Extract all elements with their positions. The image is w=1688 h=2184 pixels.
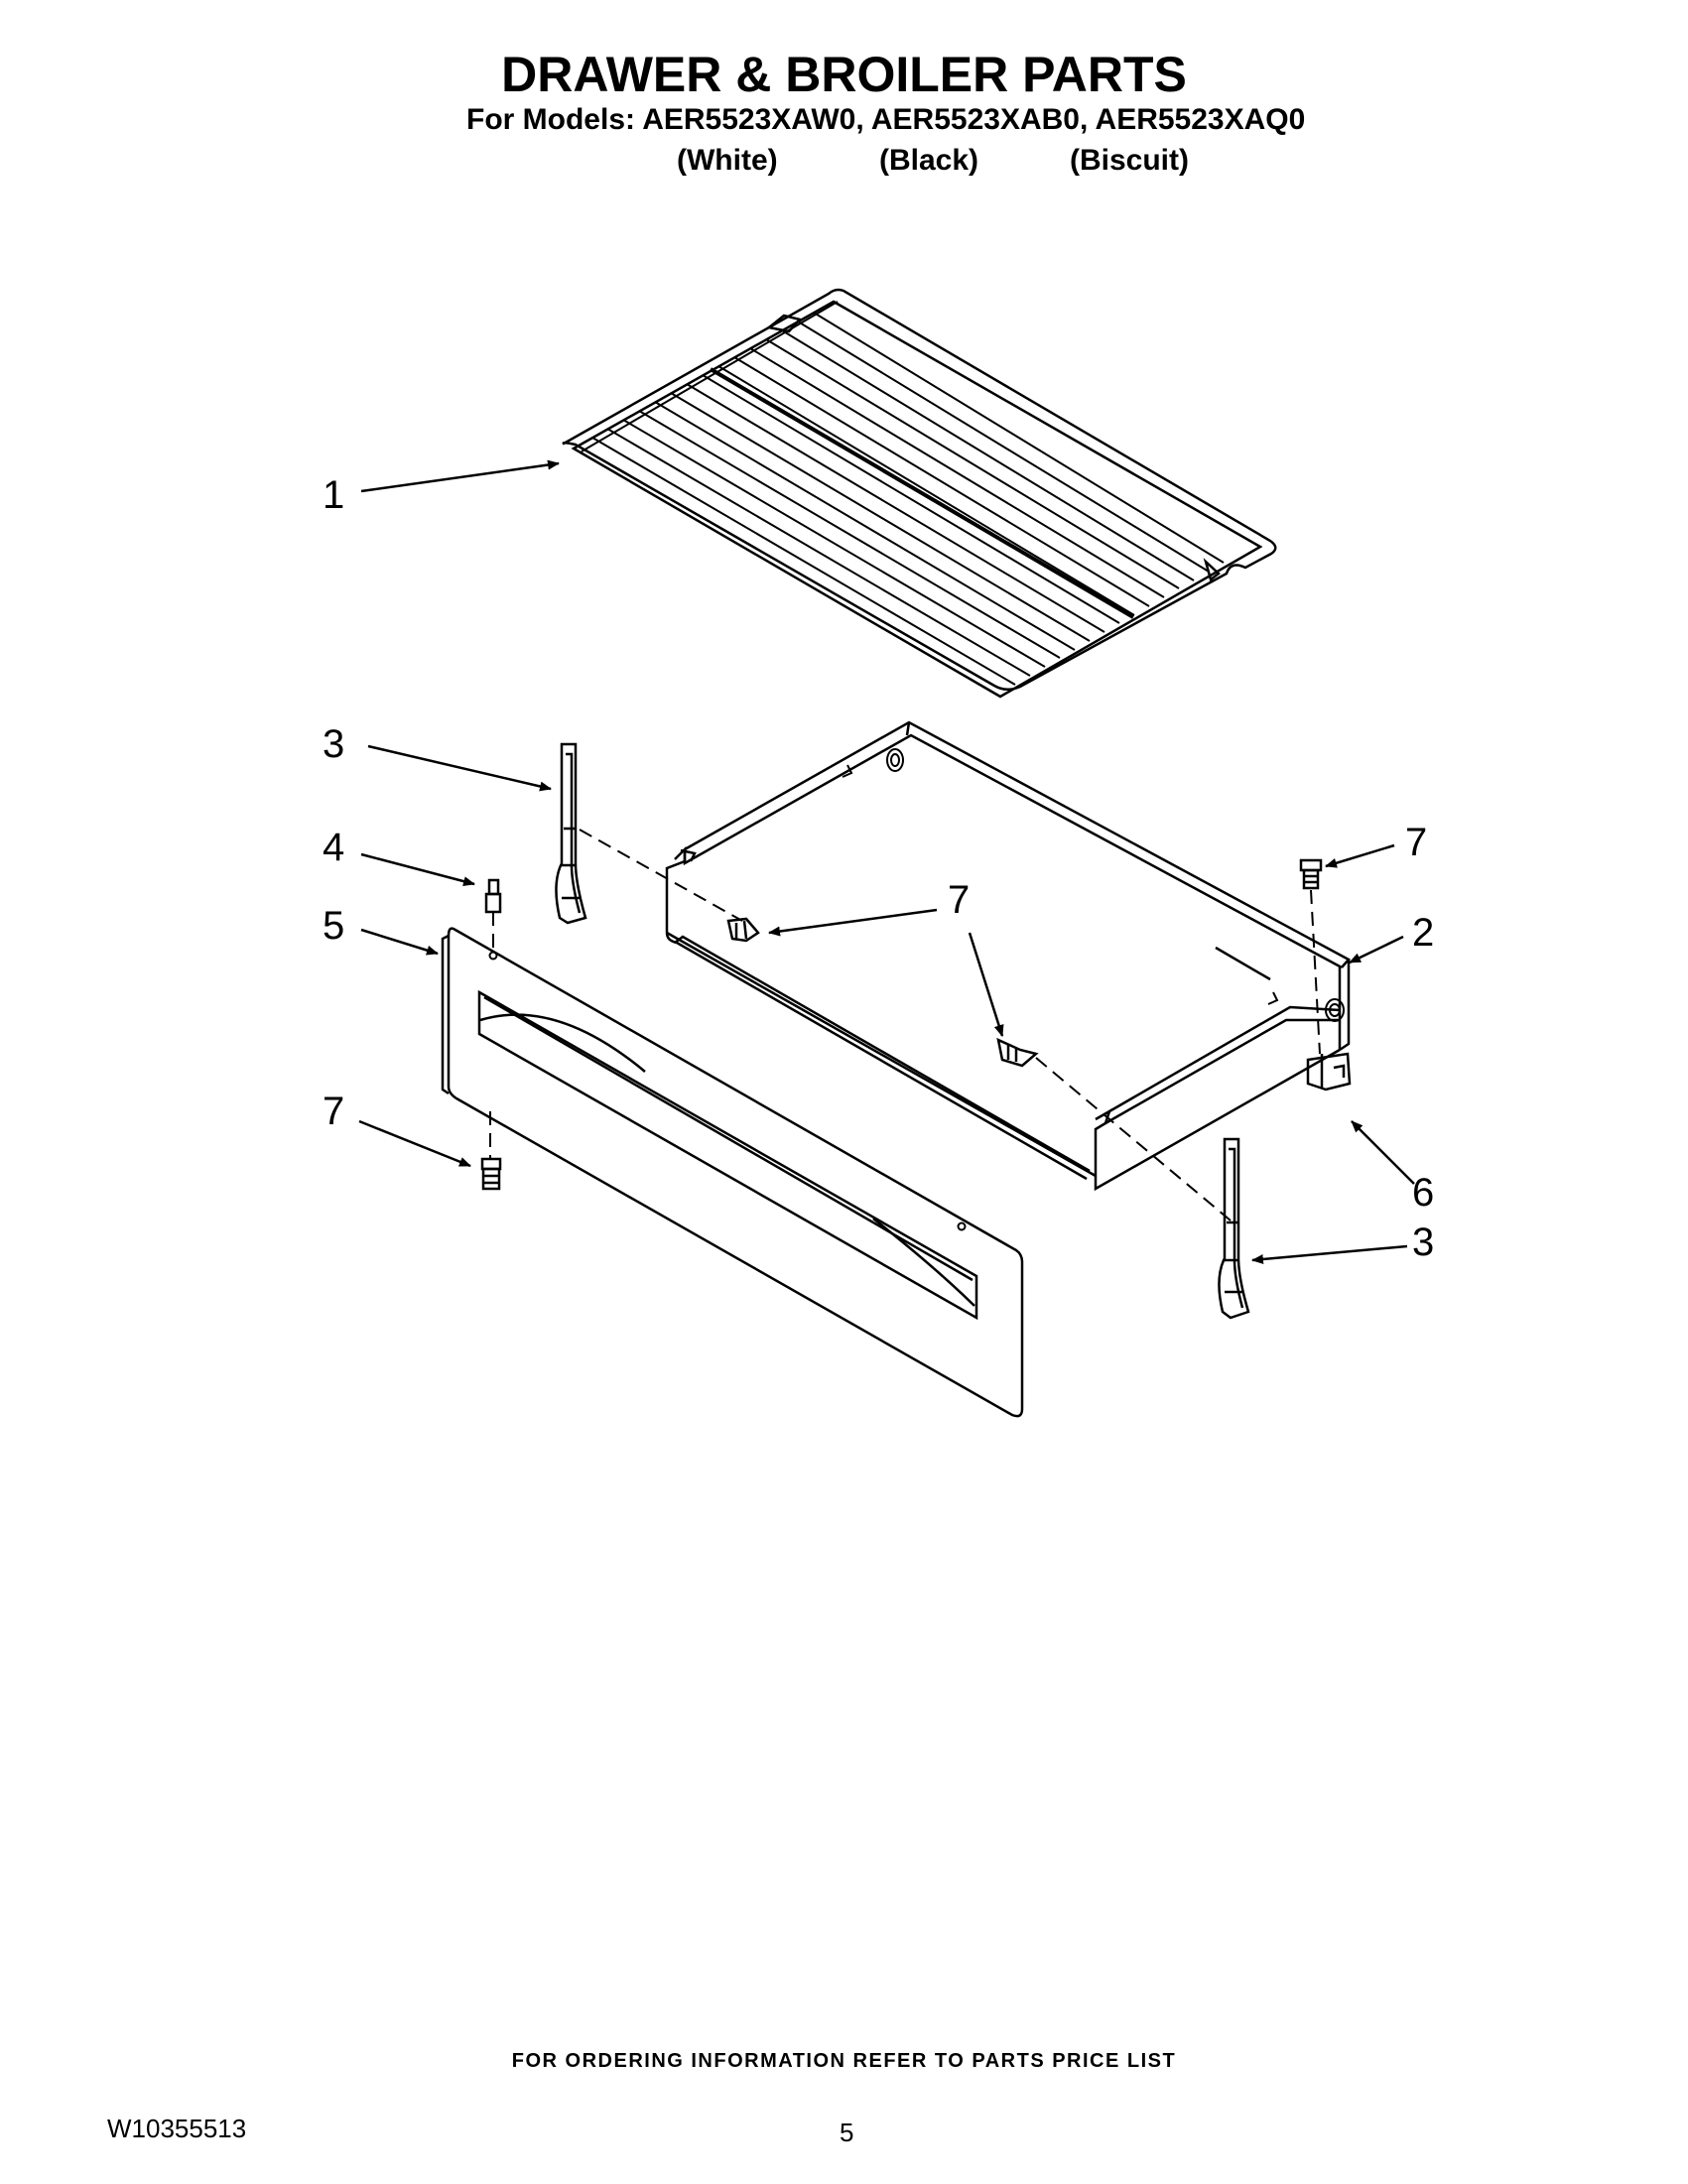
callout-screw-middle: 7	[948, 878, 970, 922]
assembly-lines	[489, 829, 1321, 1221]
callout-panel: 5	[323, 904, 344, 948]
color-black: (Black)	[879, 144, 979, 177]
callout-glide-right: 3	[1412, 1220, 1434, 1264]
callout-screw-top-right: 7	[1405, 821, 1427, 864]
callout-rack: 1	[323, 473, 344, 517]
callout-stud: 4	[323, 826, 344, 869]
callout-screw-bottom-left: 7	[323, 1090, 344, 1133]
callout-glide-left: 3	[323, 722, 344, 766]
drawer-glide-left	[555, 742, 587, 925]
callout-drawer: 2	[1412, 911, 1434, 955]
rack-center-bar	[709, 367, 1135, 619]
rack-wires	[591, 312, 1225, 686]
callout-numbers: 1 2 3 3 4 5 6 7 7 7	[323, 473, 1434, 1264]
page-title: DRAWER & BROILER PARTS	[501, 47, 1187, 102]
oven-rack	[562, 288, 1277, 699]
leader-lines	[358, 459, 1415, 1264]
color-biscuit: (Biscuit)	[1070, 144, 1189, 177]
ordering-note: FOR ORDERING INFORMATION REFER TO PARTS …	[511, 2050, 1177, 2072]
stud	[484, 878, 502, 914]
bracket	[1306, 1052, 1352, 1092]
screw-middle-right	[996, 1037, 1039, 1068]
drawer-glide-right	[1218, 1137, 1250, 1320]
broiler-drawer	[665, 720, 1351, 1192]
screw-top-right	[1299, 858, 1323, 890]
callout-bracket: 6	[1412, 1171, 1434, 1215]
models-line: For Models: AER5523XAW0, AER5523XAB0, AE…	[466, 103, 1306, 136]
color-white: (White)	[677, 144, 778, 177]
page-number: 5	[840, 2118, 854, 2147]
drawer-front-panel	[441, 927, 1024, 1418]
screw-bottom-left	[480, 1157, 502, 1191]
screw-middle-left	[726, 917, 760, 943]
document-number: W10355513	[107, 2114, 247, 2143]
